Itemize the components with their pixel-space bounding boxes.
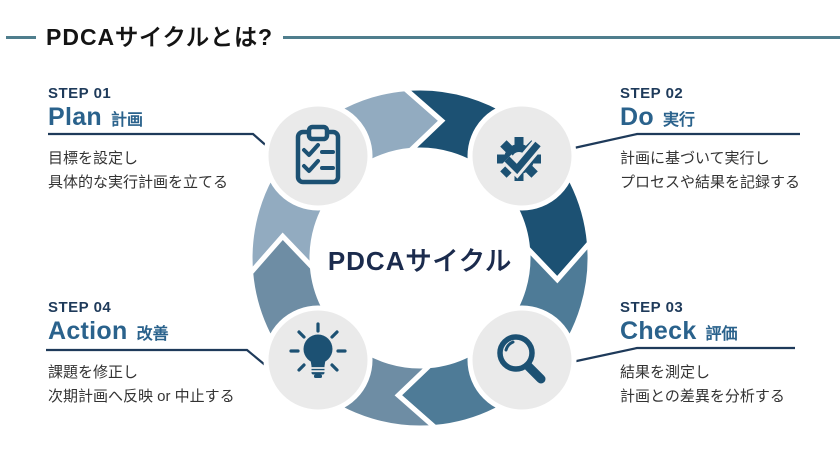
desc-line: 計画に基づいて実行し [620, 150, 770, 168]
step-check-block: STEP 03 Check 評価 結果を測定し 計画との差異を分析する [620, 299, 840, 408]
cycle-ring [247, 85, 593, 431]
title-rule-right [283, 36, 840, 40]
step-number: STEP 01 [48, 85, 112, 102]
step-title-ja: 改善 [136, 326, 169, 344]
step-title-en: Check [620, 317, 697, 346]
desc-line: 結果を測定し [620, 364, 711, 382]
cycle-center-label: PDCAサイクル [327, 246, 513, 276]
step-action-block: STEP 04 Action 改善 課題を修正し 次期計画へ反映 or 中止する [48, 299, 283, 408]
step-plan-block: STEP 01 Plan 計画 目標を設定し 具体的な実行計画を立てる [48, 85, 283, 194]
check-icon-circle [467, 305, 577, 415]
clipboard-checklist-icon [295, 124, 341, 185]
lightbulb-icon [289, 322, 347, 378]
magnifier-icon [497, 334, 546, 384]
step-title-en: Plan [48, 103, 102, 132]
step-heading: Plan 計画 [48, 103, 283, 134]
step-heading: Action 改善 [48, 317, 283, 348]
desc-line: 具体的な実行計画を立てる [48, 173, 229, 191]
step-title-en: Action [48, 317, 128, 346]
leader-line-do [573, 132, 800, 150]
plan-icon-circle [263, 101, 373, 211]
desc-line: 目標を設定し [48, 150, 139, 168]
ring-segment-action [248, 232, 441, 431]
step-title-ja: 計画 [111, 112, 144, 130]
desc-line: 計画との差異を分析する [620, 387, 785, 405]
leader-line-check [571, 346, 795, 364]
title-rule-left [6, 36, 36, 40]
step-title-ja: 評価 [705, 326, 738, 344]
step-description: 結果を測定し 計画との差異を分析する [620, 361, 840, 408]
step-do-block: STEP 02 Do 実行 計画に基づいて実行し プロセスや結果を記録する [620, 85, 840, 194]
step-number: STEP 04 [48, 299, 112, 316]
step-description: 目標を設定し 具体的な実行計画を立てる [48, 147, 283, 194]
step-description: 計画に基づいて実行し プロセスや結果を記録する [620, 147, 840, 194]
step-description: 課題を修正し 次期計画へ反映 or 中止する [48, 361, 283, 408]
gear-check-icon [497, 137, 543, 181]
desc-line: 次期計画へ反映 or 中止する [48, 387, 235, 405]
step-title-ja: 実行 [662, 112, 695, 130]
desc-line: プロセスや結果を記録する [620, 173, 801, 191]
step-title-en: Do [620, 103, 654, 132]
step-heading: Check 評価 [620, 317, 840, 348]
step-number: STEP 03 [620, 299, 684, 316]
step-heading: Do 実行 [620, 103, 840, 134]
page-title: PDCAサイクルとは? [46, 24, 274, 50]
desc-line: 課題を修正し [48, 364, 139, 382]
step-number: STEP 02 [620, 85, 684, 102]
page-header: PDCAサイクルとは? [0, 24, 840, 52]
